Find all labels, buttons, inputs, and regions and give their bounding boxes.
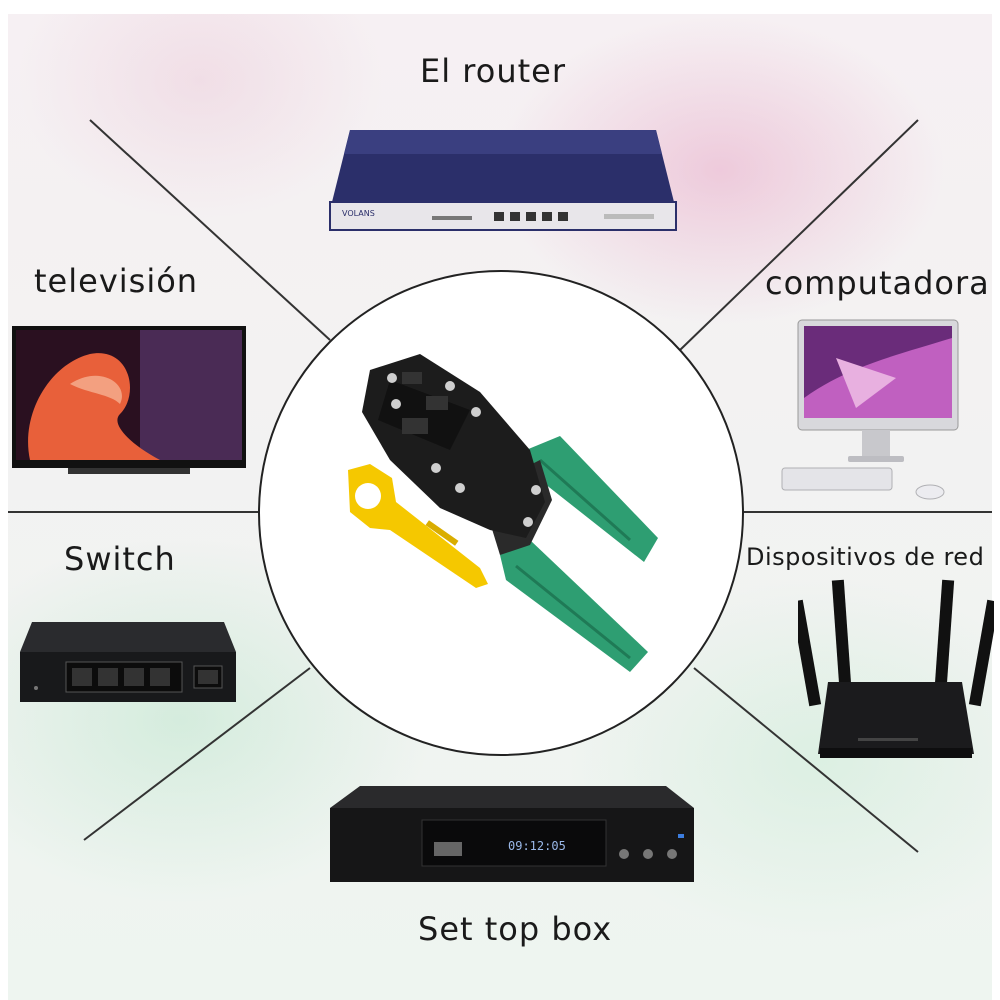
label-television: televisión xyxy=(34,262,199,300)
left-border xyxy=(0,0,8,1000)
label-switch: Switch xyxy=(64,540,176,578)
network-switch-icon xyxy=(20,622,236,702)
router-brand: VOLANS xyxy=(342,209,375,218)
top-border xyxy=(0,0,1000,14)
computer-icon xyxy=(781,319,959,500)
label-set-top-box: Set top box xyxy=(418,910,613,948)
right-border xyxy=(992,0,1000,1000)
television-icon xyxy=(12,326,246,474)
set-top-box-icon: 09:12:05 xyxy=(330,786,694,882)
crimping-tool-icon xyxy=(348,354,658,672)
label-computer: computadora xyxy=(765,264,990,302)
label-network-devices: Dispositivos de red xyxy=(746,543,985,571)
label-router: El router xyxy=(420,52,566,90)
stb-display: 09:12:05 xyxy=(508,839,566,853)
router-icon: VOLANS xyxy=(329,130,677,231)
wifi-router-icon xyxy=(798,579,994,758)
